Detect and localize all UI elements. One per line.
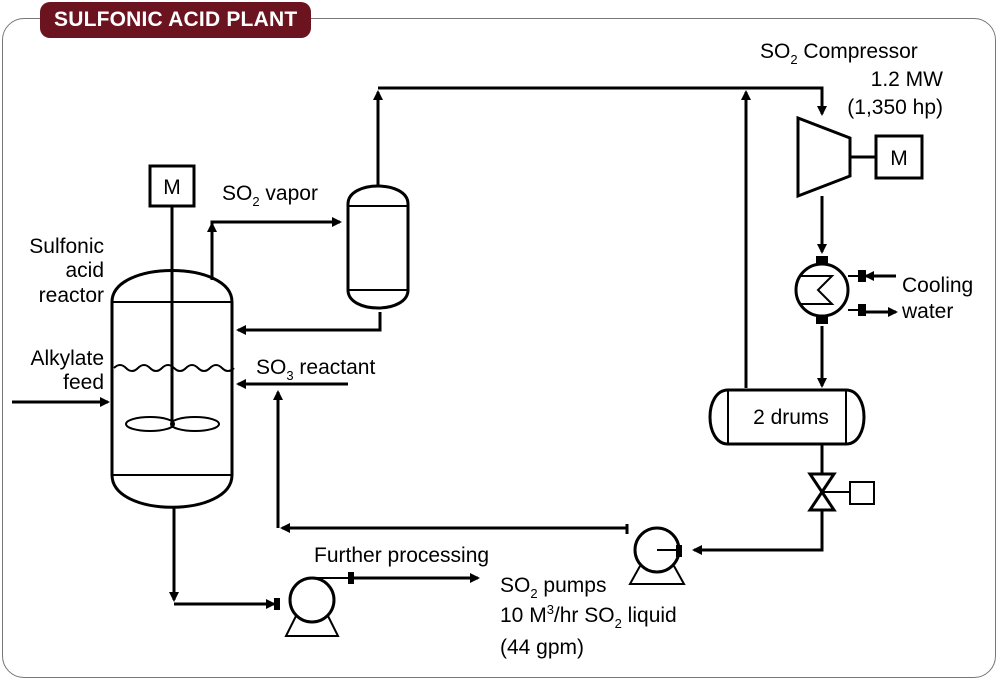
reactor-label-line2: acid [65,259,104,282]
so2-pumps-rate-label: 10 M3/hr SO2 liquid [500,602,677,631]
compressor-hp-label: (1,350 hp) [847,96,943,119]
diagram-title: SULFONIC ACID PLANT [40,2,312,38]
separator-return-line [236,312,382,335]
reactor-label-line1: Sulfonic [29,235,104,258]
so2-pump [628,526,686,585]
drums-label: 2 drums [753,406,829,429]
compressor-power-label: 1.2 MW [871,68,944,91]
drum-to-pump-line [692,510,824,555]
so2-vapor-label: SO2 vapor [222,182,318,209]
control-valve [807,472,875,512]
reactor-motor-label: M [163,176,181,199]
cooling-water-label-line2: water [901,300,953,323]
compressor-label: SO2 Compressor [760,40,918,67]
further-processing-label: Further processing [314,544,489,567]
diagram-frame [2,18,996,678]
compressor-suction-header [378,86,827,116]
reactor-motor: M [148,164,196,208]
condenser-cooler [794,256,866,324]
so2-pumps-gpm-label: (44 gpm) [500,636,584,659]
compressor-motor: M [874,134,924,180]
feed-label-line1: Alkylate [30,347,104,370]
so2-compressor [796,115,876,199]
further-processing-pump [274,572,354,637]
vapor-separator-vessel [346,184,410,310]
sulfonic-acid-reactor [110,206,235,509]
cooling-water-label-line1: Cooling [902,274,973,297]
so2-vapor-line [210,217,342,227]
so3-reactant-label: SO3 reactant [256,356,375,383]
feed-label-line2: feed [63,371,104,394]
reactor-label-line3: reactor [39,284,104,307]
storage-drums: 2 drums [708,388,866,446]
so2-pumps-label: SO2 pumps [500,574,606,601]
compressor-motor-label: M [890,147,908,170]
